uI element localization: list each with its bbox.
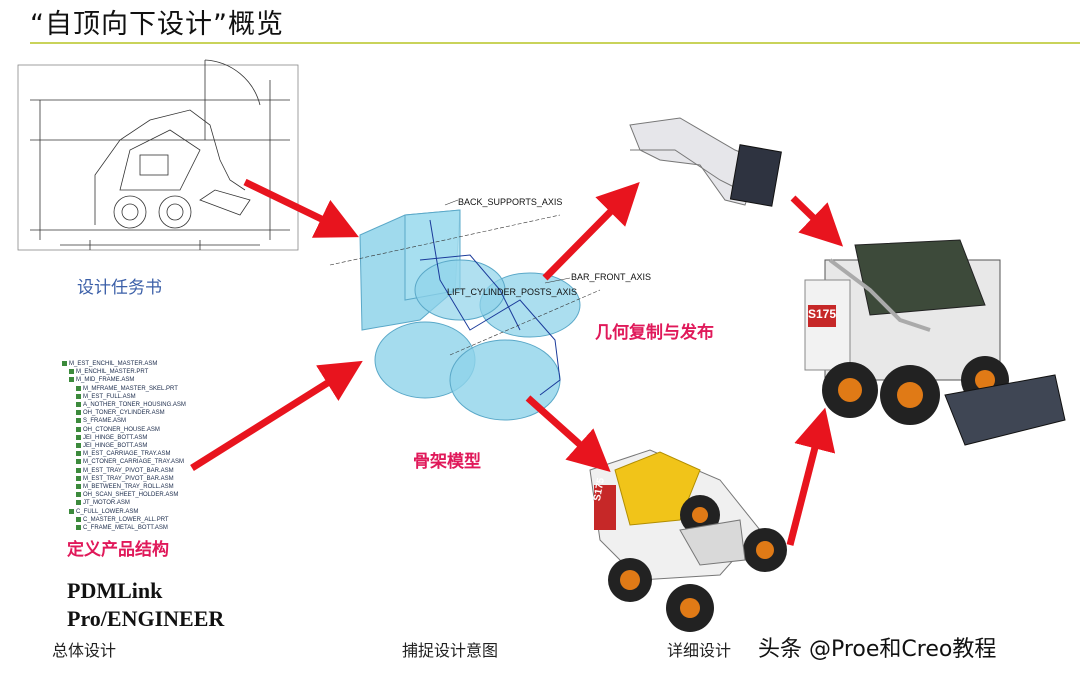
model-tree-item-label: C_FRAME_METAL_BOTT.ASM — [83, 525, 168, 531]
model-tree-item[interactable]: M_MFRAME_MASTER_SKEL.PRT — [62, 385, 186, 393]
axis-label-bar-front: BAR_FRONT_AXIS — [571, 272, 651, 282]
watermark: 头条 @Proe和Creo教程 — [758, 631, 996, 663]
assembly-icon — [76, 418, 81, 423]
arrow-detail-to-full — [790, 428, 820, 545]
model-tree-item[interactable]: M_EST_FULL.ASM — [62, 393, 186, 401]
skeleton-model — [330, 200, 600, 420]
model-tree-item[interactable]: C_FRAME_METAL_BOTT.ASM — [62, 524, 186, 532]
model-tree-item[interactable]: C_FULL_LOWER.ASM — [62, 508, 186, 516]
assembly-icon — [76, 394, 81, 399]
label-skeleton-model: 骨架模型 — [413, 447, 481, 472]
model-tree-item[interactable]: S_FRAME.ASM — [62, 417, 186, 425]
assembly-icon — [69, 369, 74, 374]
machine-badge-full: S175 — [808, 307, 836, 321]
assembly-icon — [62, 361, 67, 366]
model-tree-item-label: OH_TONER_CYLINDER.ASM — [83, 410, 165, 416]
model-tree-item[interactable]: M_BETWEEN_TRAY_ROLL.ASM — [62, 483, 186, 491]
assembly-icon — [76, 500, 81, 505]
assembly-icon — [76, 517, 81, 522]
model-tree-item[interactable]: M_EST_TRAY_PIVOT_BAR.ASM — [62, 475, 186, 483]
axis-label-back-supports: BACK_SUPPORTS_AXIS — [458, 197, 562, 207]
model-tree-item-label: OH_CTONER_HOUSE.ASM — [83, 427, 160, 433]
arrow-spec-to-skeleton — [245, 182, 340, 228]
phase-overall-design: 总体设计 — [52, 637, 116, 661]
assembly-icon — [69, 377, 74, 382]
model-tree-item-label: JEI_HINGE_BOTT.ASM — [83, 435, 147, 441]
arrow-skeleton-to-arm — [545, 197, 625, 278]
model-tree-item-label: C_MASTER_LOWER_ALL.PRT — [83, 517, 169, 523]
model-tree-item[interactable]: M_EST_TRAY_PIVOT_BAR.ASM — [62, 467, 186, 475]
assembly-icon — [76, 484, 81, 489]
loader-arm-part — [630, 118, 781, 206]
model-tree-item[interactable]: JT_MOTOR.ASM — [62, 499, 186, 507]
model-tree-item[interactable]: M_EST_ENCHIL_MASTER.ASM — [62, 360, 186, 368]
axis-label-lift-cylinder: LIFT_CYLINDER_POSTS_AXIS — [447, 287, 577, 297]
assembly-icon — [76, 443, 81, 448]
assembly-icon — [76, 427, 81, 432]
assembly-icon — [76, 459, 81, 464]
model-tree-item-label: M_EST_TRAY_PIVOT_BAR.ASM — [83, 468, 174, 474]
model-tree-item-label: S_FRAME.ASM — [83, 418, 126, 424]
assembly-icon — [76, 386, 81, 391]
model-tree-item-label: M_ENCHIL_MASTER.PRT — [76, 369, 148, 375]
label-geometry-copy: 几何复制与发布 — [595, 318, 714, 343]
model-tree-item[interactable]: OH_SCAN_SHEET_HOLDER.ASM — [62, 491, 186, 499]
label-proengineer: Pro/ENGINEER — [67, 606, 224, 632]
model-tree-item[interactable]: C_MASTER_LOWER_ALL.PRT — [62, 516, 186, 524]
model-tree-item-label: JEI_HINGE_BOTT.ASM — [83, 443, 147, 449]
arrow-structure-to-skeleton — [192, 372, 345, 468]
model-tree-item-label: M_EST_ENCHIL_MASTER.ASM — [69, 361, 157, 367]
model-tree: M_EST_ENCHIL_MASTER.ASM M_ENCHIL_MASTER.P… — [62, 360, 186, 532]
model-tree-item-label: M_EST_CARRIAGE_TRAY.ASM — [83, 451, 170, 457]
assembly-icon — [76, 492, 81, 497]
arrow-arm-to-full — [793, 198, 828, 232]
model-tree-item-label: M_EST_FULL.ASM — [83, 394, 136, 400]
assembly-icon — [76, 468, 81, 473]
phase-detailed-design: 详细设计 — [667, 637, 731, 661]
model-tree-item-label: M_EST_TRAY_PIVOT_BAR.ASM — [83, 476, 174, 482]
label-design-spec: 设计任务书 — [77, 273, 162, 298]
label-define-structure: 定义产品结构 — [67, 535, 169, 560]
model-tree-item[interactable]: M_EST_CARRIAGE_TRAY.ASM — [62, 450, 186, 458]
model-tree-item-label: M_MID_FRAME.ASM — [76, 377, 134, 383]
label-pdmlink: PDMLink — [67, 578, 162, 604]
model-tree-item-label: OH_SCAN_SHEET_HOLDER.ASM — [83, 492, 178, 498]
model-tree-item[interactable]: M_CTONER_CARRIAGE_TRAY.ASM — [62, 458, 186, 466]
model-tree-item-label: M_CTONER_CARRIAGE_TRAY.ASM — [83, 459, 184, 465]
model-tree-item-label: M_BETWEEN_TRAY_ROLL.ASM — [83, 484, 174, 490]
assembly-icon — [76, 410, 81, 415]
assembly-icon — [76, 435, 81, 440]
assembly-icon — [69, 509, 74, 514]
assembly-icon — [76, 402, 81, 407]
model-tree-item[interactable]: JEI_HINGE_BOTT.ASM — [62, 434, 186, 442]
model-tree-item[interactable]: M_ENCHIL_MASTER.PRT — [62, 368, 186, 376]
detail-assembly-model — [590, 450, 787, 632]
model-tree-item-label: JT_MOTOR.ASM — [83, 500, 130, 506]
model-tree-item[interactable]: M_MID_FRAME.ASM — [62, 376, 186, 384]
model-tree-item[interactable]: OH_CTONER_HOUSE.ASM — [62, 426, 186, 434]
model-tree-item-label: A_NOTHER_TONER_HOUSING.ASM — [83, 402, 186, 408]
model-tree-item[interactable]: OH_TONER_CYLINDER.ASM — [62, 409, 186, 417]
assembly-icon — [76, 476, 81, 481]
model-tree-item[interactable]: JEI_HINGE_BOTT.ASM — [62, 442, 186, 450]
model-tree-item-label: M_MFRAME_MASTER_SKEL.PRT — [83, 386, 178, 392]
phase-capture-intent: 捕捉设计意图 — [402, 637, 498, 661]
model-tree-item-label: C_FULL_LOWER.ASM — [76, 509, 138, 515]
design-spec-drawing — [18, 60, 298, 250]
assembly-icon — [76, 451, 81, 456]
full-loader-model — [805, 240, 1065, 445]
assembly-icon — [76, 525, 81, 530]
arrow-skeleton-to-detail — [528, 398, 595, 458]
model-tree-item[interactable]: A_NOTHER_TONER_HOUSING.ASM — [62, 401, 186, 409]
